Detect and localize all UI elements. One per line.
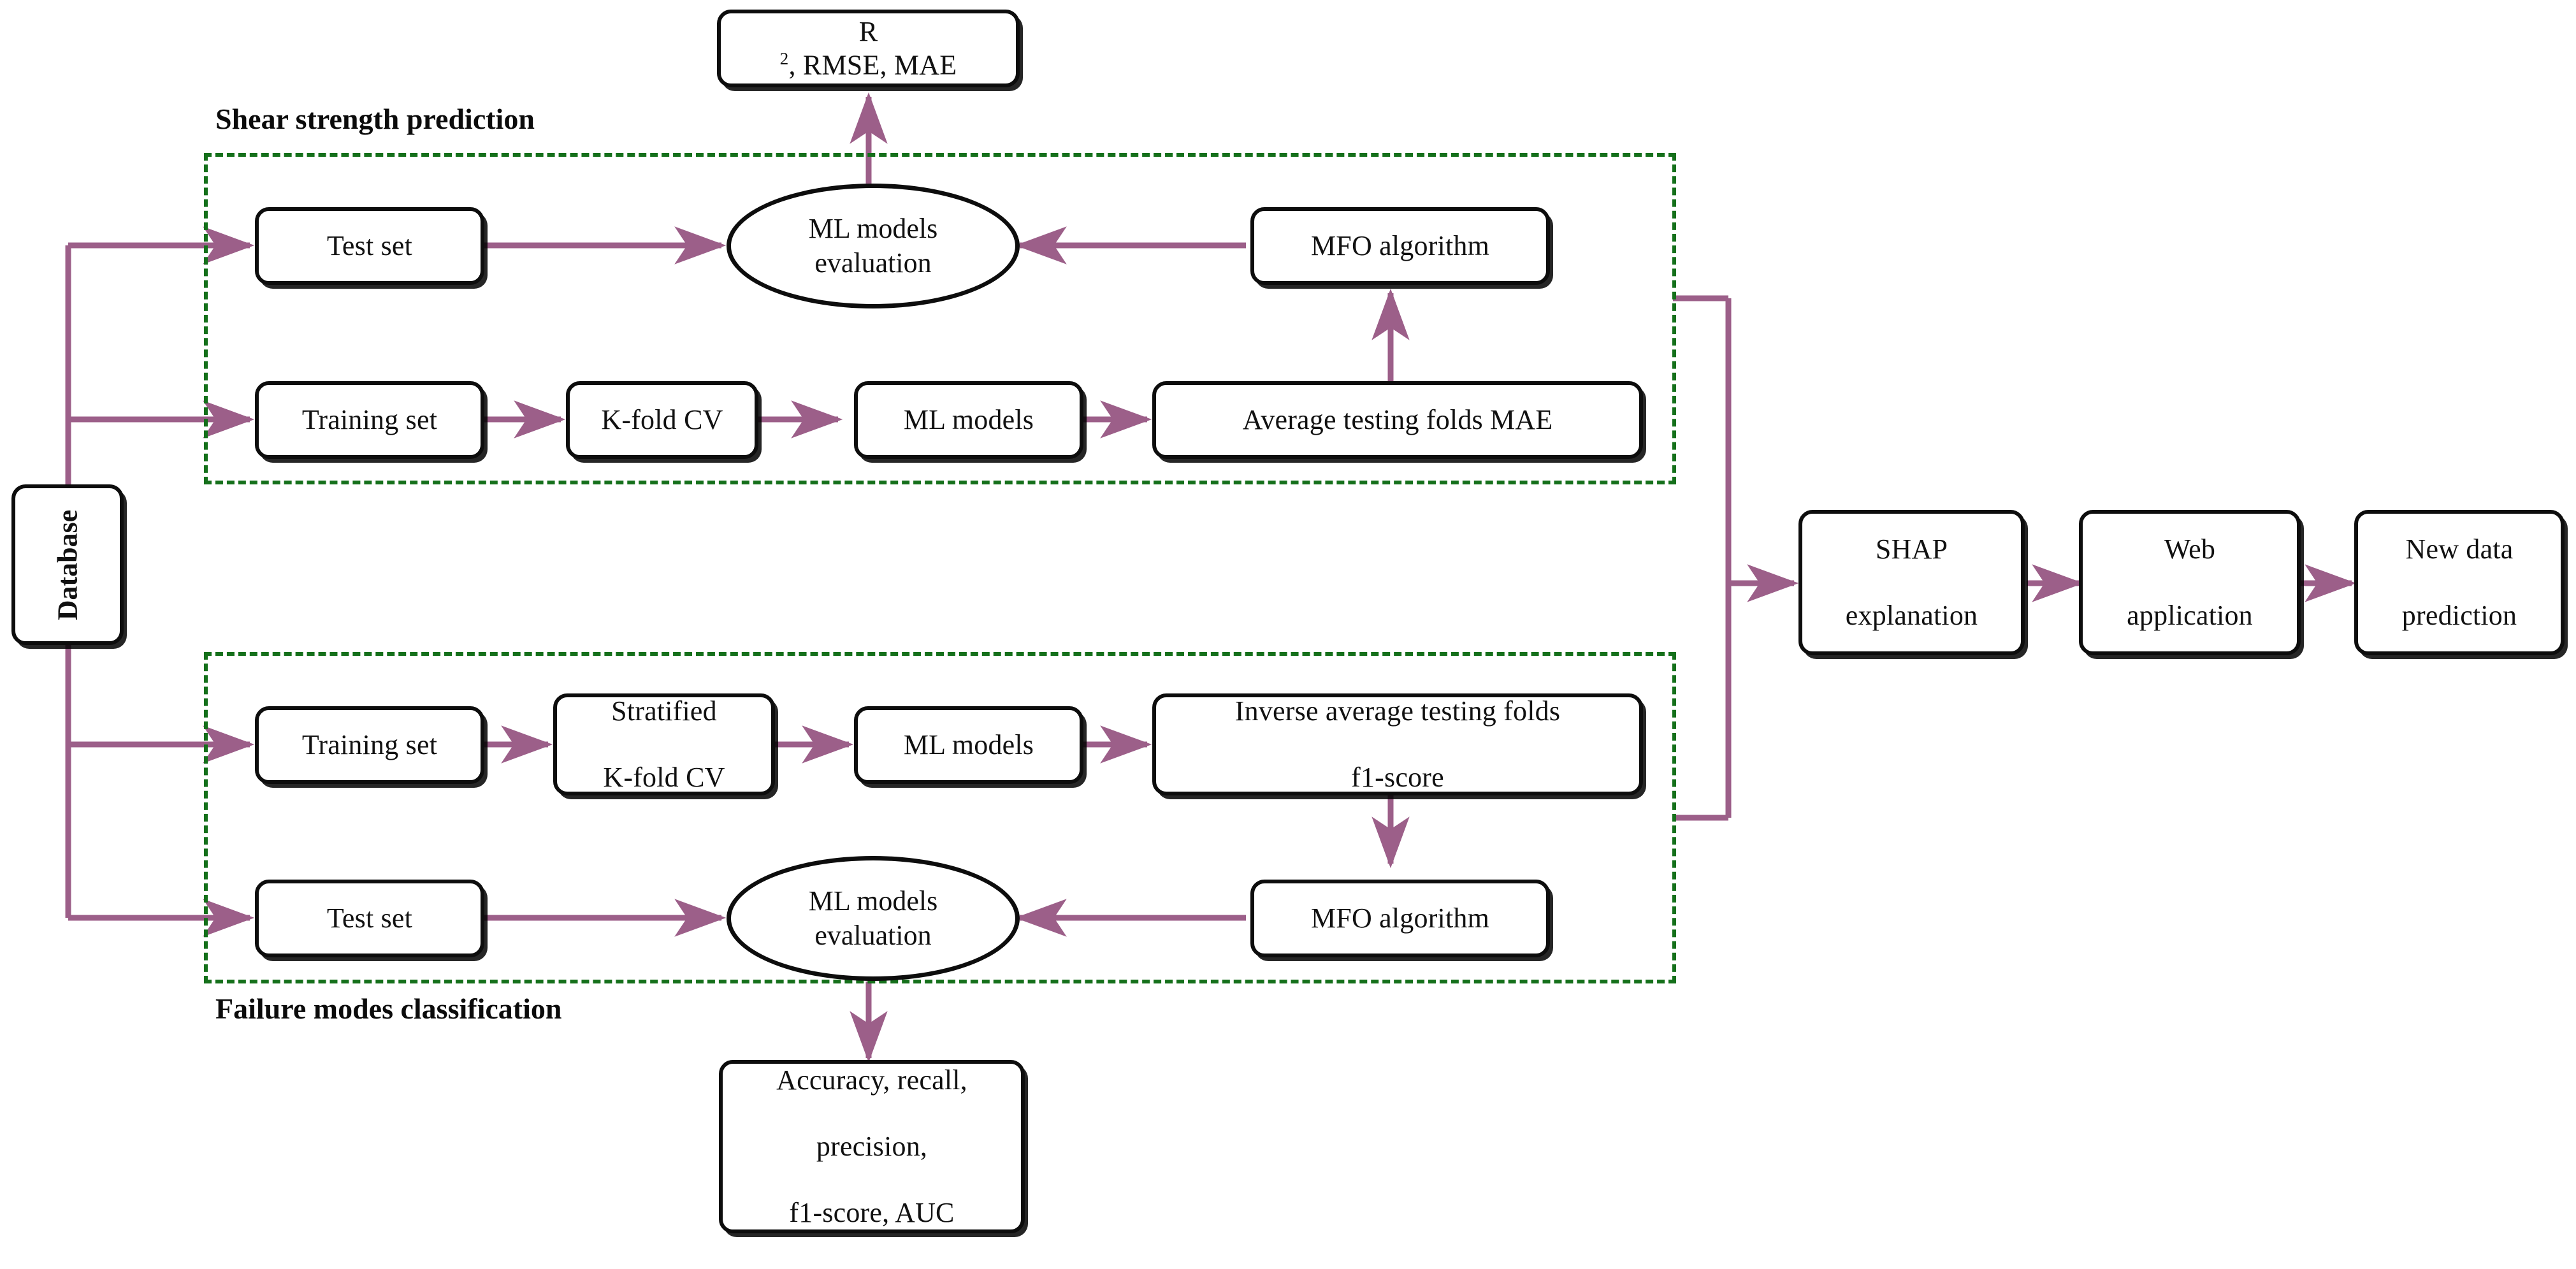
node-shear-ml-models-label: ML models (903, 404, 1034, 436)
node-shear-training-set-label: Training set (301, 404, 438, 436)
web-line-2: application (2127, 599, 2253, 631)
inverse-line-1: Inverse average testing folds (1234, 695, 1561, 727)
group-label-failure-modes: Failure modes classification (215, 992, 562, 1025)
group-frame-failure-modes (204, 652, 1676, 983)
node-failure-mfo-algorithm[interactable]: MFO algorithm (1250, 880, 1550, 957)
node-failure-inverse-average-testing-folds-f1-label: Inverse average testing folds f1-score (1217, 695, 1578, 794)
eval-line-2: evaluation (814, 247, 932, 279)
node-failure-ml-models[interactable]: ML models (854, 706, 1083, 784)
node-failure-ml-models-evaluation-label: ML models evaluation (809, 884, 937, 952)
node-web-application-label: Web application (2109, 533, 2271, 632)
node-new-data-prediction-label: New data prediction (2384, 533, 2535, 632)
stratified-line-1: Stratified (611, 695, 717, 727)
node-shear-kfold-cv-label: K-fold CV (601, 404, 723, 436)
eval-line-1: ML models (808, 213, 938, 245)
node-shear-mfo-algorithm[interactable]: MFO algorithm (1250, 207, 1550, 285)
node-shear-average-testing-folds-mae[interactable]: Average testing folds MAE (1152, 381, 1643, 459)
node-failure-training-set-label: Training set (301, 729, 438, 761)
group-frame-shear-strength (204, 153, 1676, 484)
node-shear-mfo-algorithm-label: MFO algorithm (1310, 230, 1490, 262)
node-database-label: Database (52, 509, 83, 620)
node-new-data-prediction[interactable]: New data prediction (2354, 510, 2565, 655)
group-label-shear-strength: Shear strength prediction (215, 103, 535, 135)
node-failure-mfo-algorithm-label: MFO algorithm (1310, 903, 1490, 934)
node-shear-ml-models[interactable]: ML models (854, 381, 1083, 459)
stratified-line-2: K-fold CV (603, 761, 725, 793)
web-line-1: Web (2164, 533, 2216, 565)
node-failure-inverse-average-testing-folds-f1[interactable]: Inverse average testing folds f1-score (1152, 693, 1643, 795)
shap-line-1: SHAP (1875, 533, 1948, 565)
node-shear-ml-models-evaluation-label: ML models evaluation (809, 212, 937, 280)
newdata-line-1: New data (2405, 533, 2514, 565)
node-shap-explanation[interactable]: SHAP explanation (1798, 510, 2025, 655)
node-shap-explanation-label: SHAP explanation (1828, 533, 1995, 632)
node-failure-stratified-kfold-cv-label: Stratified K-fold CV (585, 695, 742, 794)
node-shear-kfold-cv[interactable]: K-fold CV (566, 381, 758, 459)
cls-line-2: precision, (816, 1131, 928, 1163)
node-shear-training-set[interactable]: Training set (255, 381, 484, 459)
fail-eval-line-2: evaluation (814, 920, 932, 951)
node-web-application[interactable]: Web application (2079, 510, 2301, 655)
cls-line-3: f1-score, AUC (789, 1196, 955, 1228)
node-shear-ml-models-evaluation[interactable]: ML models evaluation (727, 184, 1020, 308)
metrics-superscript: 2 (779, 48, 789, 68)
node-shear-average-testing-folds-mae-label: Average testing folds MAE (1242, 404, 1553, 436)
node-failure-ml-models-label: ML models (903, 729, 1034, 761)
node-database[interactable]: Database (11, 484, 124, 645)
node-shear-test-set-label: Test set (326, 230, 413, 262)
node-failure-test-set[interactable]: Test set (255, 880, 484, 957)
fail-eval-line-1: ML models (808, 885, 938, 917)
shap-line-2: explanation (1845, 599, 1978, 631)
node-classification-metrics[interactable]: Accuracy, recall, precision, f1-score, A… (719, 1060, 1025, 1233)
node-failure-stratified-kfold-cv[interactable]: Stratified K-fold CV (553, 693, 775, 795)
node-failure-training-set[interactable]: Training set (255, 706, 484, 784)
node-failure-ml-models-evaluation[interactable]: ML models evaluation (727, 856, 1020, 981)
node-failure-test-set-label: Test set (326, 903, 413, 934)
node-shear-test-set[interactable]: Test set (255, 207, 484, 285)
node-classification-metrics-label: Accuracy, recall, precision, f1-score, A… (758, 1064, 985, 1229)
metrics-prefix: R (858, 15, 878, 47)
newdata-line-2: prediction (2401, 599, 2517, 631)
inverse-line-2: f1-score (1351, 761, 1444, 793)
cls-line-1: Accuracy, recall, (776, 1064, 967, 1096)
